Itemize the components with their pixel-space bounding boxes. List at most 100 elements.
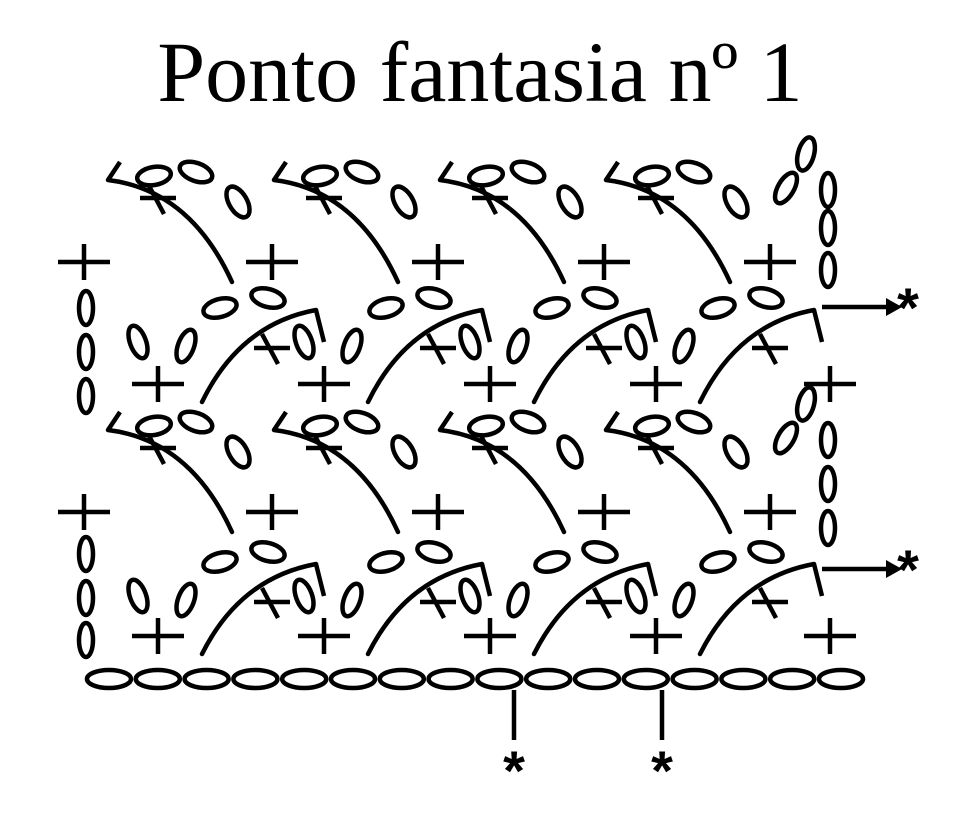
chain-oval [177,159,215,185]
foundation-chain-row [84,667,866,691]
chain-oval [699,550,737,574]
arch-end-tick [438,410,454,432]
chain-oval [76,578,96,618]
single-crochet-symbol [246,494,298,530]
chain-oval [390,434,418,470]
arch-cross-d [478,182,498,216]
arch-end-tick [479,309,493,343]
chain-oval [818,420,838,460]
arch-cross-d [146,182,166,216]
chain-oval [126,323,150,361]
chain-oval [818,208,838,248]
chain-oval [506,327,530,365]
edge-single-crochet [58,244,110,280]
chain-oval [126,577,150,615]
chain-oval [340,581,364,619]
arrow-head [886,298,902,316]
chain-oval [182,667,231,691]
chain-oval [177,409,215,435]
arch-repeat [624,540,825,657]
chain-oval [581,286,619,310]
arch-repeat [126,286,327,405]
chain-oval [509,159,547,185]
chain-oval [722,184,750,220]
chain-oval [509,409,547,435]
arch-repeat [624,286,825,405]
arch-cross-d [260,332,280,366]
single-crochet-symbol [412,244,464,280]
chain-oval [794,135,818,173]
chain-oval [84,667,134,691]
arch-cross-d [644,182,664,216]
arch-end-tick [313,563,327,597]
chain-oval [343,409,381,435]
arch-stroke [271,427,401,535]
arch-cross-d [478,432,498,466]
chain-oval [772,170,800,206]
arch-repeat [126,540,327,657]
arch-stroke [105,427,235,535]
chain-oval [747,540,785,564]
arch-cross-d [312,432,332,466]
arch-end-tick [811,563,825,597]
chain-oval [533,296,571,320]
chain-oval [572,667,622,691]
chain-oval [767,667,817,691]
chain-oval [134,164,174,188]
chain-oval [249,286,287,310]
chain-oval [300,164,340,188]
chain-oval [506,581,530,619]
turning-chains [76,170,838,660]
arch-stroke [697,561,817,657]
repeat-markers: **** [503,276,919,802]
chain-oval [224,434,252,470]
arch-stroke [531,561,651,657]
arch-stroke [531,307,651,405]
chain-oval [390,184,418,220]
arch-end-tick [604,160,620,182]
chain-oval [466,164,506,188]
edge-single-crochet [58,494,110,530]
chain-oval [224,184,252,220]
arch-stroke [603,177,733,285]
chain-oval [624,323,648,361]
single-crochet-symbol [578,494,630,530]
single-crochet-symbol [132,366,184,402]
chain-oval [415,286,453,310]
chain-oval [279,667,329,691]
chain-oval [231,667,280,691]
chain-oval [719,667,768,691]
chain-oval [174,327,198,365]
single-crochet-symbol [744,244,796,280]
chain-oval [675,409,713,435]
edge-single-crochet [804,366,856,402]
chain-oval [533,550,571,574]
chain-oval [377,667,427,691]
chain-oval [343,159,381,185]
arch-cross-d [146,432,166,466]
single-crochet-symbol [246,244,298,280]
chain-oval [632,414,672,438]
chain-oval [201,296,239,320]
single-crochet-symbol [298,618,350,654]
chain-oval [76,534,96,574]
arch-stroke [437,427,567,535]
arch-stroke [365,307,485,405]
chain-oval [747,286,785,310]
arch-cross-d [758,332,778,366]
arch-stroke [199,307,319,405]
chain-oval [772,420,800,456]
chain-oval [523,667,573,691]
arch-stroke [697,307,817,405]
chain-oval [249,540,287,564]
chain-oval [76,288,96,328]
chain-oval [415,540,453,564]
chain-oval [367,550,405,574]
chain-oval [475,667,524,691]
chain-oval [76,332,96,372]
chain-oval [675,159,713,185]
single-crochet-symbol [464,618,516,654]
chain-oval [816,667,866,691]
chain-oval [556,184,584,220]
end-arrow [822,560,902,578]
